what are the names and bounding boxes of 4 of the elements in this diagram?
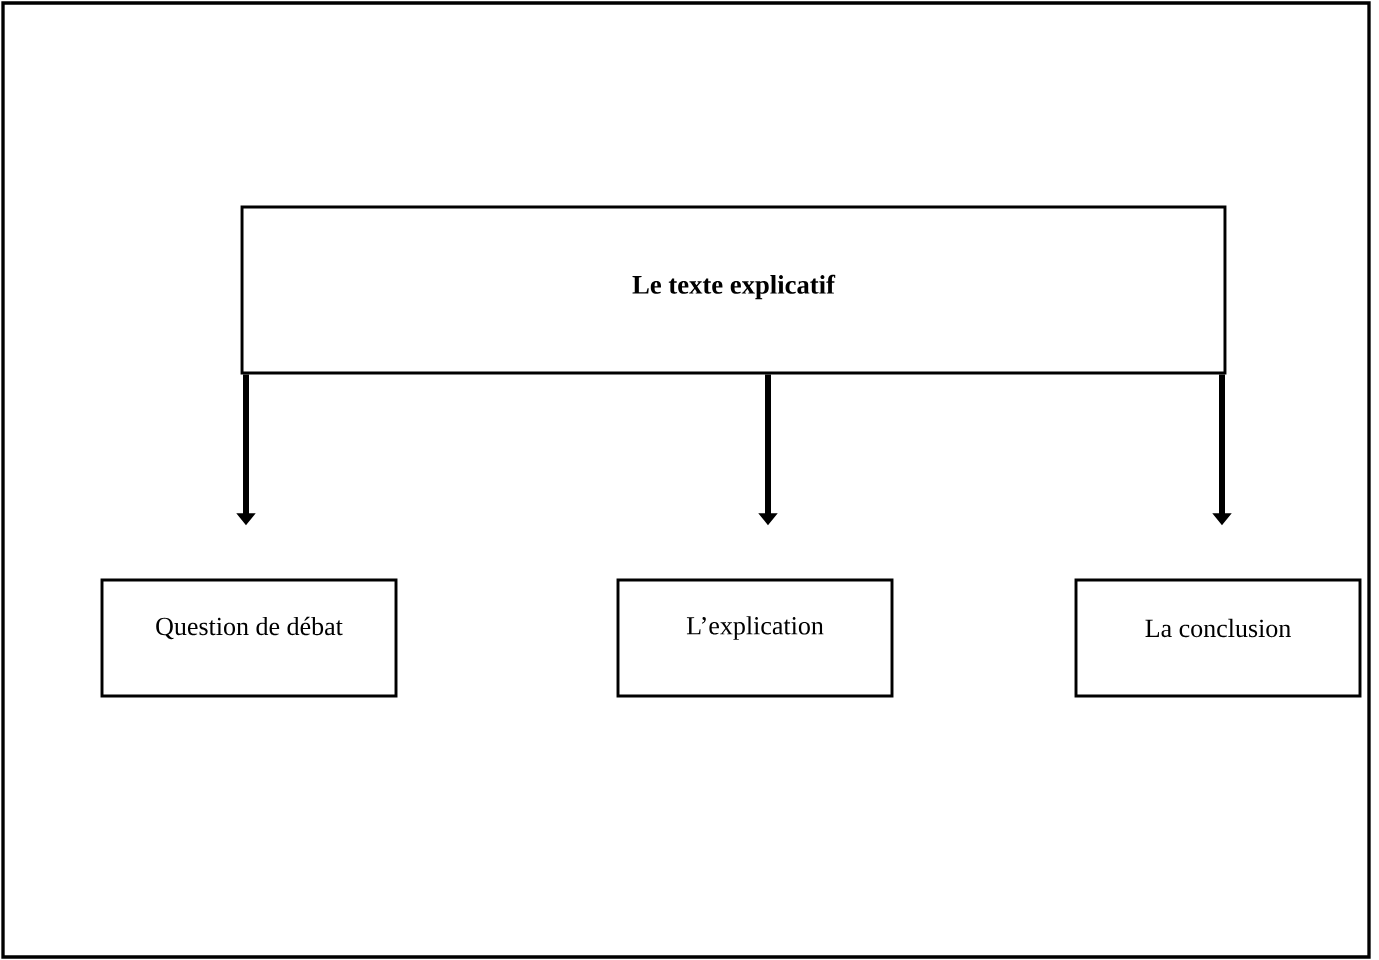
process-box: Question de débat [100,578,398,698]
process-box: L’explication [616,578,894,698]
title-box: Le texte explicatif [240,205,1227,375]
process-box: La conclusion [1074,578,1362,698]
